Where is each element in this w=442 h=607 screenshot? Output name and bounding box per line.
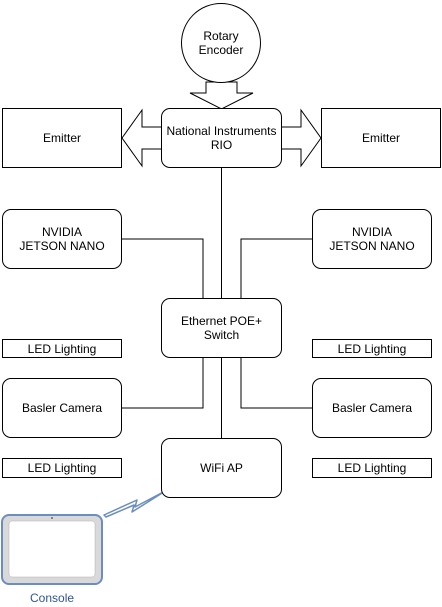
led-lighting-right-top-node[interactable]: LED Lighting — [312, 339, 432, 358]
basler-camera-right-node[interactable]: Basler Camera — [312, 378, 432, 438]
rio-to-right-emitter-arrow — [280, 108, 322, 168]
encoder-down-arrow — [189, 81, 254, 110]
console-tablet-icon[interactable] — [1, 514, 103, 585]
nano-right-to-switch-line — [240, 238, 312, 299]
nano-left-to-switch-line — [121, 238, 204, 299]
rotary-encoder-node[interactable]: Rotary Encoder — [181, 3, 261, 83]
led-lighting-right-bottom-node[interactable]: LED Lighting — [312, 458, 432, 478]
switch-to-camera-right-line — [240, 358, 312, 409]
rio-to-left-emitter-arrow — [121, 108, 163, 168]
jetson-nano-left-node[interactable]: NVIDIA JETSON NANO — [2, 209, 122, 269]
console-label: Console — [30, 591, 75, 605]
emitter-right-node[interactable]: Emitter — [321, 108, 441, 168]
basler-camera-left-node[interactable]: Basler Camera — [2, 378, 122, 438]
jetson-nano-right-node[interactable]: NVIDIA JETSON NANO — [312, 209, 432, 269]
led-lighting-left-top-node[interactable]: LED Lighting — [2, 339, 122, 358]
switch-to-camera-left-line — [121, 358, 204, 409]
wifi-ap-node[interactable]: WiFi AP — [161, 438, 282, 498]
led-lighting-left-bottom-node[interactable]: LED Lighting — [2, 458, 122, 478]
emitter-left-node[interactable]: Emitter — [2, 108, 122, 168]
wireless-link-icon — [103, 489, 168, 518]
ethernet-switch-node[interactable]: Ethernet POE+ Switch — [161, 298, 282, 358]
connectors — [121, 168, 312, 438]
ni-rio-node[interactable]: National Instruments RIO — [161, 108, 282, 168]
